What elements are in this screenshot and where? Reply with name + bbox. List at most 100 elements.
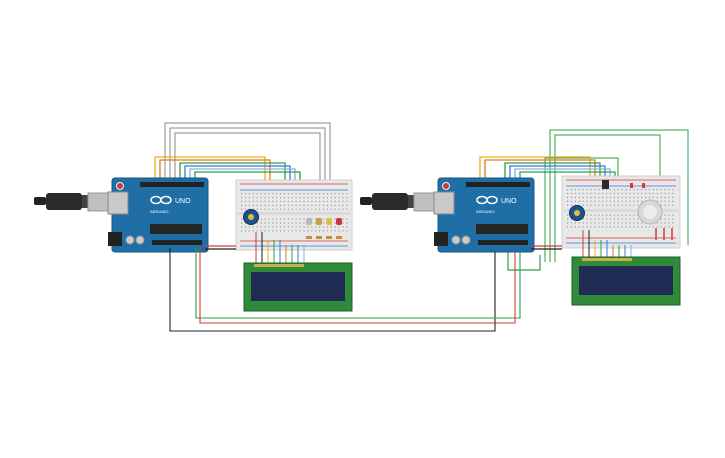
breadboard-hole — [656, 189, 658, 191]
breadboard-hole — [617, 222, 619, 224]
led-icon — [316, 218, 322, 239]
breadboard-hole — [606, 200, 608, 202]
breadboard-hole — [578, 226, 580, 228]
leds-right[interactable] — [630, 183, 645, 188]
leds-left[interactable] — [306, 218, 342, 239]
breadboard-hole — [656, 200, 658, 202]
breadboard-hole — [582, 196, 584, 198]
joystick-right[interactable] — [637, 199, 663, 225]
breadboard-hole — [586, 200, 588, 202]
breadboard-hole — [342, 200, 344, 202]
breadboard-hole — [322, 208, 325, 210]
breadboard-hole — [609, 200, 612, 202]
breadboard-hole — [307, 230, 309, 232]
breadboard-hole — [268, 218, 270, 220]
breadboard-hole — [268, 230, 270, 232]
breadboard-hole — [322, 218, 325, 220]
breadboard-hole — [311, 230, 313, 232]
breadboard-hole — [252, 230, 254, 232]
breadboard-hole — [291, 200, 293, 202]
breadboard-hole — [299, 208, 301, 210]
power-wires-left — [205, 245, 236, 250]
led-icon — [326, 218, 332, 239]
breadboard-hole — [672, 192, 674, 195]
sensor-chip-right[interactable] — [602, 180, 609, 189]
arduino-board-right[interactable]: UNO ARDUINO — [433, 177, 535, 253]
breadboard-hole — [594, 226, 596, 228]
breadboard-hole — [260, 193, 262, 195]
breadboard-hole — [291, 196, 293, 199]
breadboard-hole — [652, 189, 654, 191]
breadboard-hole — [582, 218, 584, 220]
breadboard-hole — [241, 230, 243, 232]
breadboard-hole — [598, 226, 600, 228]
breadboard-hole — [582, 222, 584, 224]
breadboard-hole — [664, 218, 666, 220]
breadboard-hole — [287, 200, 289, 202]
breadboard-hole — [319, 208, 321, 210]
breadboard-hole — [567, 214, 569, 216]
lcd-display-left[interactable] — [243, 262, 353, 312]
breadboard-hole — [299, 196, 301, 199]
breadboard-hole — [241, 218, 243, 220]
breadboard-hole — [311, 196, 313, 199]
breadboard-hole — [590, 226, 592, 228]
breadboard-hole — [280, 208, 282, 210]
breadboard-hole — [590, 200, 592, 202]
breadboard-hole — [322, 193, 325, 195]
breadboard-hole — [598, 222, 600, 224]
breadboard-hole — [260, 200, 262, 202]
breadboard-hole — [346, 230, 348, 232]
breadboard-hole — [633, 200, 635, 202]
breadboard-hole — [346, 208, 348, 210]
breadboard-hole — [295, 196, 297, 199]
breadboard-hole — [319, 193, 321, 195]
breadboard-hole — [299, 222, 301, 224]
inter-board-wires — [169, 248, 521, 332]
breadboard-hole — [570, 226, 573, 228]
breadboard-hole — [625, 200, 627, 202]
breadboard-hole — [594, 189, 596, 191]
potentiometer-right[interactable] — [569, 205, 585, 221]
breadboard-hole — [637, 222, 639, 224]
arduino-board-left[interactable]: UNO ARDUINO — [107, 177, 209, 253]
breadboard-hole — [645, 189, 647, 191]
potentiometer-left[interactable] — [243, 209, 259, 225]
breadboard-hole — [617, 196, 619, 198]
breadboard-hole — [256, 226, 258, 228]
breadboard-hole — [264, 200, 266, 202]
breadboard-hole — [303, 218, 305, 220]
breadboard-hole — [303, 193, 305, 195]
left-circuit[interactable]: UNO ARDUINO — [34, 122, 353, 312]
breadboard-hole — [342, 222, 344, 224]
breadboard-hole — [326, 204, 328, 206]
breadboard-hole — [590, 214, 592, 216]
breadboard-hole — [602, 200, 604, 202]
breadboard-hole — [264, 230, 266, 232]
breadboard-hole — [586, 192, 588, 195]
breadboard-hole — [326, 196, 328, 199]
breadboard-hole — [641, 226, 643, 228]
lcd-display-right[interactable] — [571, 256, 681, 306]
breadboard-hole — [578, 204, 580, 206]
breadboard-hole — [283, 208, 286, 210]
breadboard-hole — [625, 214, 627, 216]
breadboard-hole — [570, 189, 573, 191]
right-circuit[interactable]: UNO ARDUINO — [360, 129, 689, 306]
breadboard-hole — [283, 218, 286, 220]
breadboard-hole — [268, 200, 270, 202]
breadboard-hole — [660, 189, 662, 191]
breadboard-hole — [319, 204, 321, 206]
breadboard-hole — [315, 204, 317, 206]
breadboard-hole — [346, 226, 348, 228]
breadboard-hole — [574, 196, 576, 198]
breadboard-hole — [567, 226, 569, 228]
breadboard-hole — [629, 218, 631, 220]
breadboard-hole — [295, 222, 297, 224]
breadboard-hole — [272, 204, 274, 206]
breadboard-hole — [241, 196, 243, 199]
breadboard-hole — [295, 230, 297, 232]
breadboard-hole — [256, 200, 258, 202]
breadboard-hole — [633, 189, 635, 191]
